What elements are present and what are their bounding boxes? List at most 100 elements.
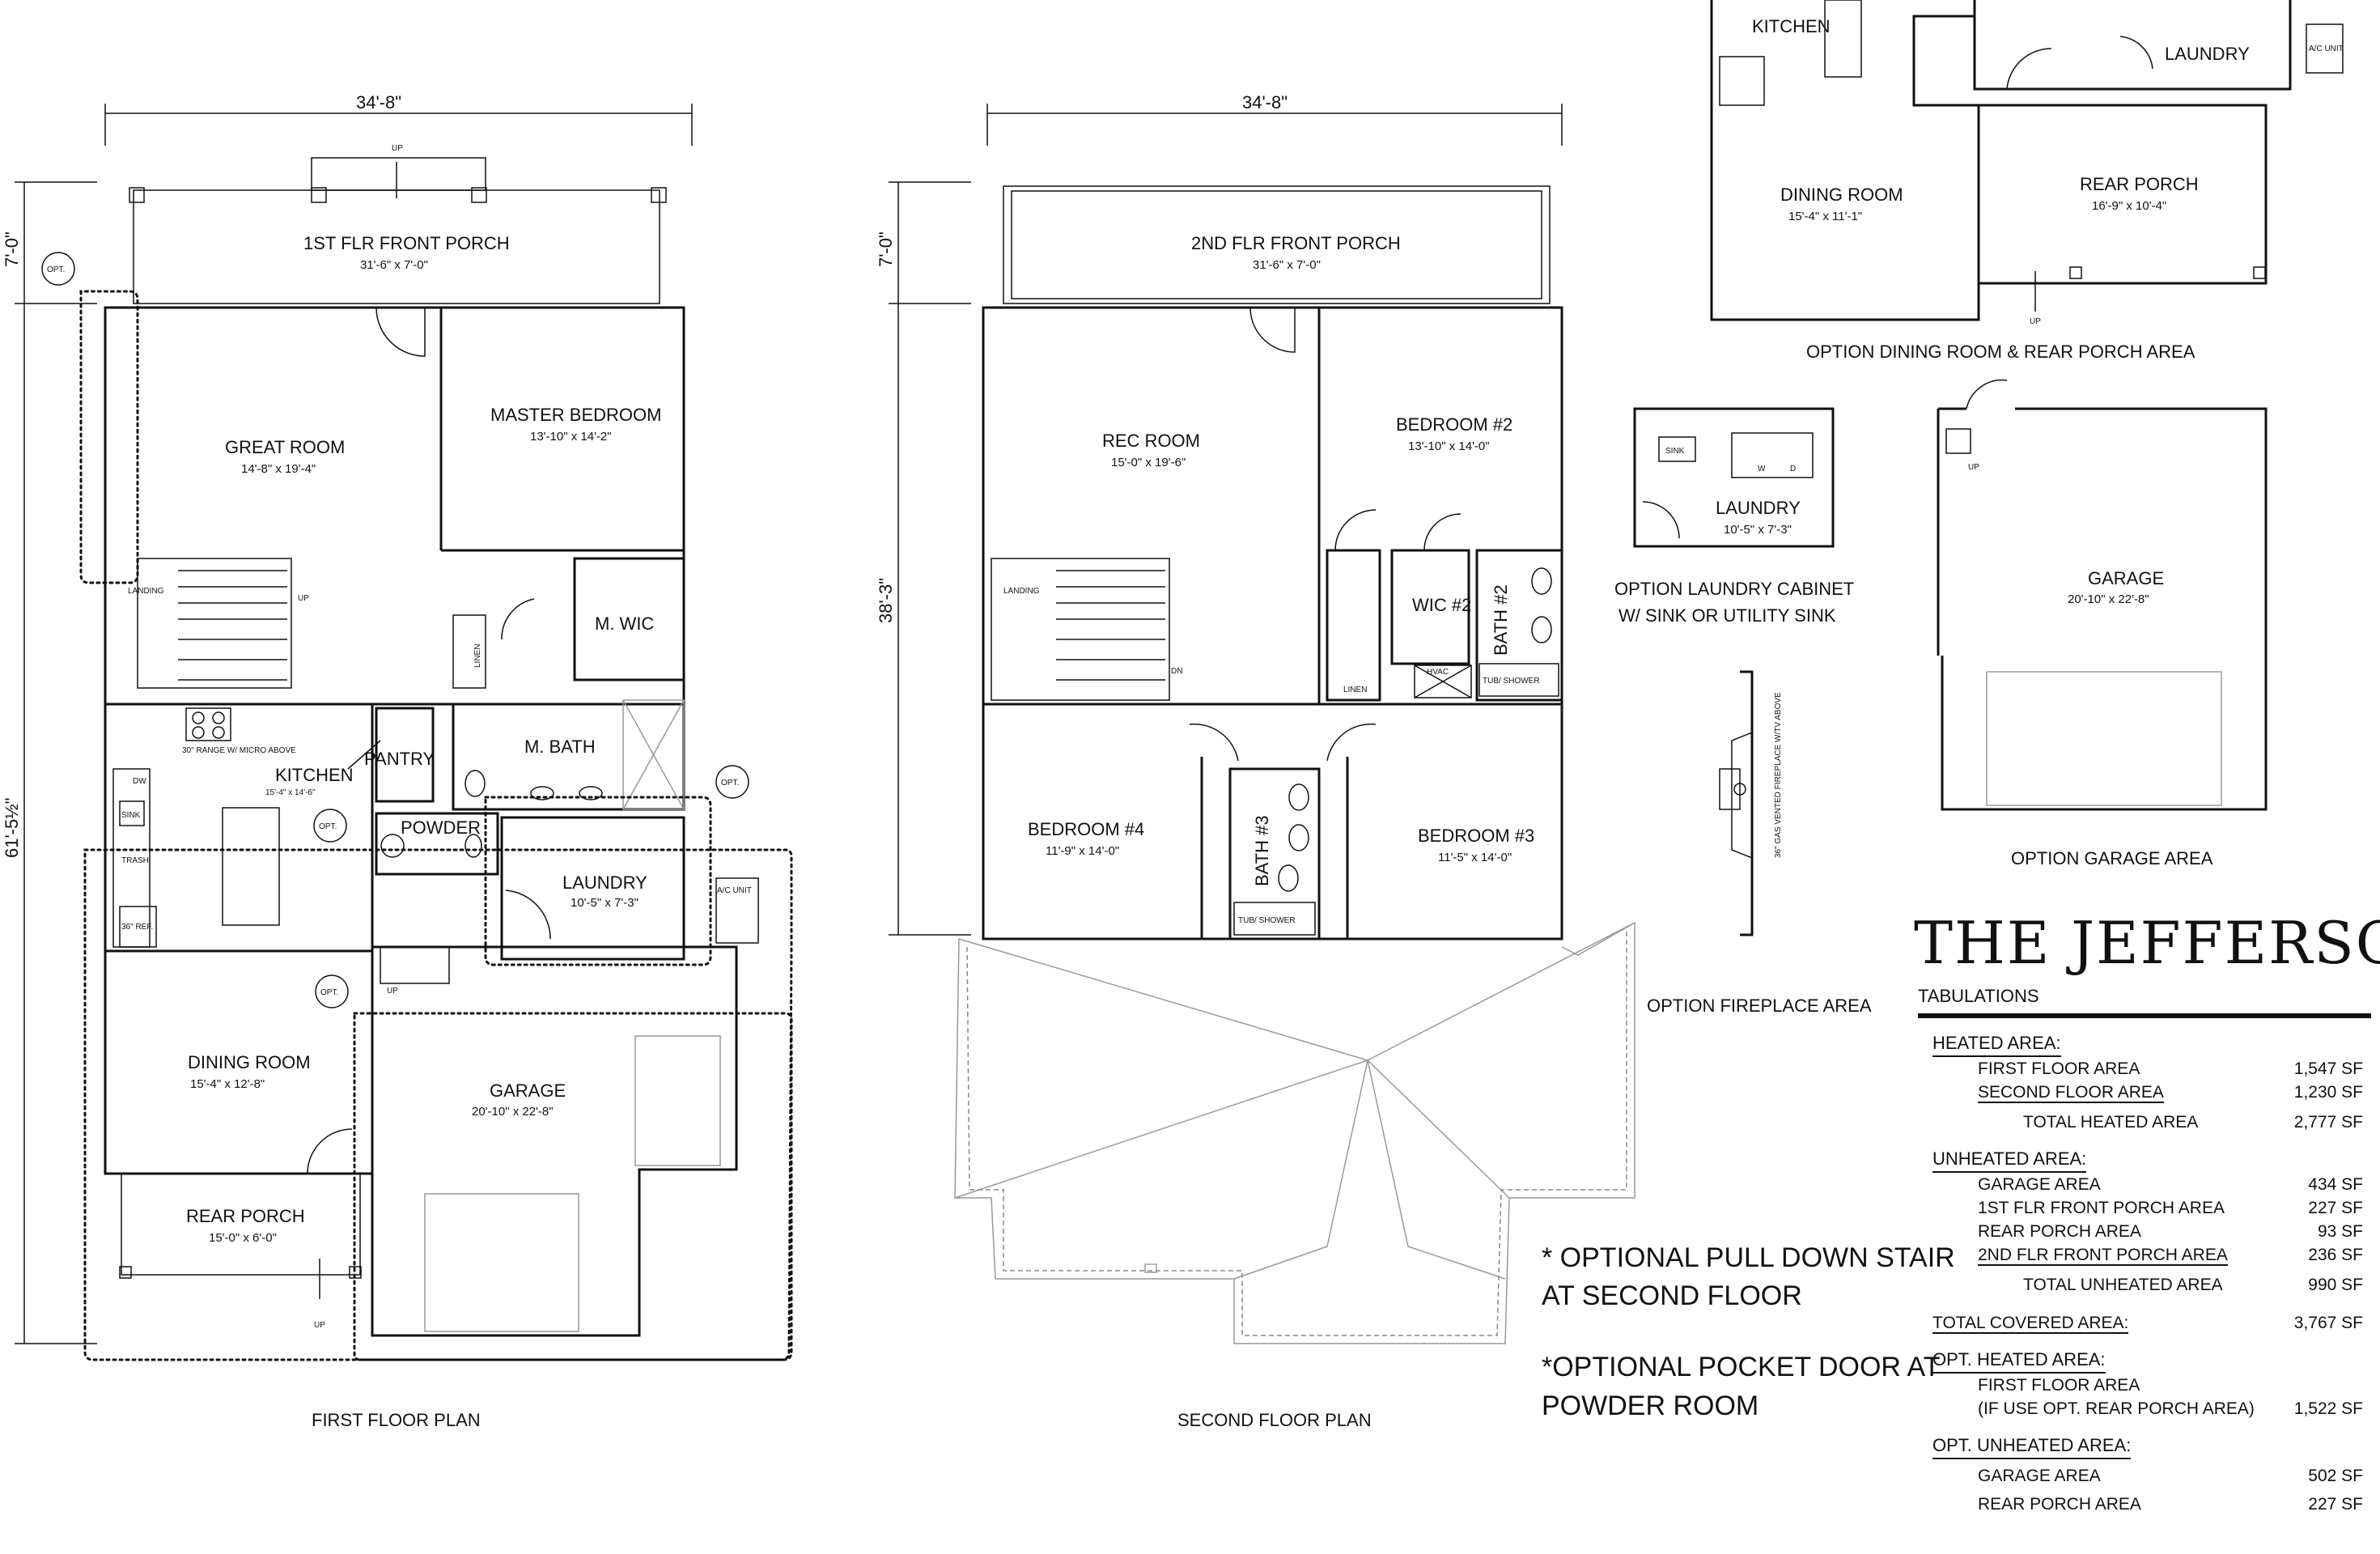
opt-lc-sink-label: SINK bbox=[1665, 447, 1685, 456]
ff-kitchen-size: 15'-4" x 14'-6" bbox=[265, 788, 316, 797]
ff-garage-size: 20'-10" x 22'-8" bbox=[472, 1105, 554, 1119]
ff-depth-dim: 61'-5½" bbox=[2, 798, 22, 858]
sf-stair-treads bbox=[1056, 570, 1165, 681]
svg-text:OPT.: OPT. bbox=[721, 779, 739, 788]
ff-opt-tag-1: OPT. bbox=[41, 252, 75, 286]
tab-unheated-heading: UNHEATED AREA: bbox=[1932, 1149, 2087, 1173]
ff-stair-up-label: UP bbox=[298, 594, 309, 603]
ff-rear-porch-up-label: UP bbox=[314, 1321, 325, 1330]
option-garage: UP GARAGE 20'-10" x 22'-8" OPTION GARAGE… bbox=[1937, 379, 2268, 868]
sf-hvac-label: HVAC bbox=[1427, 668, 1449, 677]
ff-opt-tag-2: OPT. bbox=[313, 809, 347, 843]
note-line-2: AT SECOND FLOOR bbox=[1542, 1280, 1802, 1311]
ff-trash-label: TRASH bbox=[121, 856, 149, 865]
sf-bath2-name: BATH #2 bbox=[1491, 584, 1511, 656]
opt-garage-room-size: 20'-10" x 22'-8" bbox=[2068, 592, 2149, 606]
tab-heading: TABULATIONS bbox=[1918, 979, 2371, 1018]
ff-linen-label: LINEN bbox=[473, 644, 482, 668]
sf-landing-label: LANDING bbox=[1003, 587, 1040, 596]
sf-bath3-tub-label: TUB/ SHOWER bbox=[1238, 916, 1296, 925]
ff-kitchen-name: KITCHEN bbox=[275, 765, 354, 785]
opt-lc-room-size: 10'-5" x 7'-3" bbox=[1724, 523, 1792, 537]
sf-porch-depth-dim: 7'-0" bbox=[876, 231, 896, 267]
first-floor-plan: 34'-8" 7'-0" 61'-5½" UP 1ST FLR FRONT PO… bbox=[2, 92, 793, 1430]
tab-covered-row: TOTAL COVERED AREA:3,767 SF bbox=[1932, 1314, 2363, 1334]
ff-garage-stair-up-label: UP bbox=[387, 987, 398, 996]
ff-rear-porch-size: 15'-0" x 6'-0" bbox=[209, 1231, 277, 1245]
ff-pantry-name: PANTRY bbox=[364, 749, 435, 769]
opt-dr-ac-label: A/C UNIT bbox=[2309, 45, 2344, 53]
opt-dr-kitchen-label: KITCHEN bbox=[1752, 16, 1831, 36]
ff-caption: FIRST FLOOR PLAN bbox=[312, 1410, 481, 1430]
svg-text:OPT.: OPT. bbox=[320, 988, 338, 997]
tabulations-table: TABULATIONS HEATED AREA: FIRST FLOOR ARE… bbox=[1918, 979, 2371, 1516]
ff-opt-tag-3: OPT. bbox=[715, 765, 749, 799]
ff-m-wic-name: M. WIC bbox=[595, 614, 654, 634]
ff-sink-label: SINK bbox=[121, 811, 141, 820]
note-line-4: POWDER ROOM bbox=[1542, 1391, 1758, 1421]
opt-dr-porch-size: 16'-9" x 10'-4" bbox=[2092, 199, 2166, 213]
tab-row: (IF USE OPT. REAR PORCH AREA)1,522 SF bbox=[1978, 1399, 2363, 1418]
tab-heated-heading: HEATED AREA: bbox=[1932, 1033, 2061, 1057]
opt-lc-w-label: W bbox=[1758, 465, 1766, 473]
sf-wic2-name: WIC #2 bbox=[1412, 595, 1471, 615]
ff-dining-room-name: DINING ROOM bbox=[188, 1052, 311, 1072]
opt-dr-caption: OPTION DINING ROOM & REAR PORCH AREA bbox=[1806, 342, 2195, 362]
plan-title: THE JEFFERSON bbox=[1914, 909, 2380, 977]
ff-porch-up-label: UP bbox=[392, 144, 403, 153]
tab-row: FIRST FLOOR AREA bbox=[1978, 1376, 2140, 1395]
ff-ac-label: A/C UNIT bbox=[717, 886, 752, 895]
ff-width-dim: 34'-8" bbox=[356, 92, 401, 113]
svg-text:OPT.: OPT. bbox=[319, 822, 337, 831]
option-laundry-cabinet: SINK W D LAUNDRY 10'-5" x 7'-3" OPTION L… bbox=[1614, 407, 1854, 626]
option-dining-rear-porch: A/C UNIT KITCHEN LAUNDRY DINING ROOM 15'… bbox=[1710, 0, 2344, 362]
ff-opt-tag-4: OPT. bbox=[315, 974, 349, 1008]
tab-opt-heated-heading: OPT. HEATED AREA: bbox=[1932, 1349, 2106, 1374]
ff-great-room-name: GREAT ROOM bbox=[225, 437, 345, 457]
sf-front-porch-size: 31'-6" x 7'-0" bbox=[1253, 258, 1321, 272]
sf-bedroom4-name: BEDROOM #4 bbox=[1028, 819, 1144, 839]
opt-garage-caption: OPTION GARAGE AREA bbox=[2011, 848, 2213, 868]
sf-bedroom2-name: BEDROOM #2 bbox=[1396, 414, 1512, 435]
opt-garage-room-name: GARAGE bbox=[2088, 568, 2164, 588]
opt-fp-note: 36" GAS VENTED FIREPLACE W/TV ABOVE bbox=[1774, 692, 1783, 858]
sf-bedroom2-size: 13'-10" x 14'-0" bbox=[1408, 439, 1490, 453]
ff-porch-depth-dim: 7'-0" bbox=[2, 231, 22, 267]
svg-text:OPT.: OPT. bbox=[47, 265, 65, 274]
sf-caption: SECOND FLOOR PLAN bbox=[1177, 1410, 1372, 1430]
ff-rear-porch-name: REAR PORCH bbox=[186, 1206, 305, 1226]
option-fireplace: 36" GAS VENTED FIREPLACE W/TV ABOVE OPTI… bbox=[1647, 670, 1872, 1016]
ff-m-bath-name: M. BATH bbox=[524, 737, 596, 757]
sf-rec-room-name: REC ROOM bbox=[1102, 431, 1200, 451]
sf-roof-plan bbox=[954, 921, 1635, 1344]
sf-bedroom4-size: 11'-9" x 14'-0" bbox=[1046, 844, 1119, 858]
opt-lc-room-name: LAUNDRY bbox=[1716, 498, 1801, 518]
sf-linen-label: LINEN bbox=[1343, 686, 1367, 694]
general-notes: * OPTIONAL PULL DOWN STAIR AT SECOND FLO… bbox=[1542, 1242, 1955, 1421]
tab-opt-unheated-heading: OPT. UNHEATED AREA: bbox=[1932, 1435, 2132, 1459]
ff-front-porch-name: 1ST FLR FRONT PORCH bbox=[303, 233, 510, 253]
opt-dr-dining-name: DINING ROOM bbox=[1780, 185, 1903, 205]
opt-garage-up-label: UP bbox=[1968, 463, 1979, 472]
sf-bedroom3-size: 11'-5" x 14'-0" bbox=[1438, 851, 1512, 864]
ff-range-label: 30" RANGE W/ MICRO ABOVE bbox=[182, 746, 296, 755]
ff-laundry-name: LAUNDRY bbox=[562, 873, 647, 893]
sf-stair-dn-label: DN bbox=[1171, 667, 1182, 676]
opt-fp-caption: OPTION FIREPLACE AREA bbox=[1647, 996, 1872, 1016]
ff-master-bedroom-name: MASTER BEDROOM bbox=[490, 405, 661, 425]
sf-width-dim: 34'-8" bbox=[1242, 92, 1288, 113]
ff-master-bedroom-size: 13'-10" x 14'-2" bbox=[530, 430, 612, 444]
note-line-1: * OPTIONAL PULL DOWN STAIR bbox=[1542, 1242, 1955, 1273]
opt-lc-caption-2: W/ SINK OR UTILITY SINK bbox=[1618, 605, 1836, 626]
sf-rec-room-size: 15'-0" x 19'-6" bbox=[1111, 456, 1186, 469]
sf-front-porch-name: 2ND FLR FRONT PORCH bbox=[1191, 233, 1401, 253]
